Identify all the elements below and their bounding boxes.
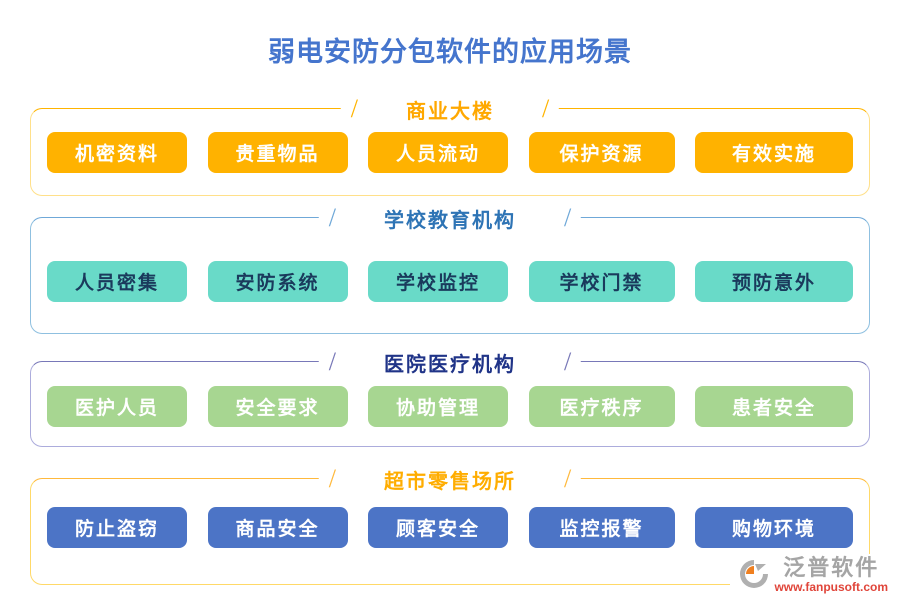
tag-pill: 预防意外 xyxy=(695,261,853,302)
tag-pill: 监控报警 xyxy=(528,507,675,548)
tag-pill: 学校门禁 xyxy=(528,261,675,302)
tag-pill: 医疗秩序 xyxy=(528,386,675,427)
brand-text-block: 泛普软件 www.fanpusoft.com xyxy=(774,555,888,595)
section-header: / 超市零售场所 / xyxy=(318,463,582,495)
section-commercial-building: / 商业大楼 / 机密资料 贵重物品 人员流动 保护资源 有效实施 xyxy=(30,93,870,196)
tag-pill: 顾客安全 xyxy=(368,507,508,548)
tag-pill: 防止盗窃 xyxy=(47,507,187,548)
section-title: 医院医疗机构 xyxy=(384,353,516,376)
section-school-education: / 学校教育机构 / 人员密集 安防系统 学校监控 学校门禁 预防意外 xyxy=(30,202,870,334)
slash-decoration-right: / xyxy=(542,94,550,123)
section-header: / 学校教育机构 / xyxy=(318,202,582,234)
tag-row: 机密资料 贵重物品 人员流动 保护资源 有效实施 xyxy=(31,131,869,173)
section-title: 超市零售场所 xyxy=(384,470,516,493)
tag-pill: 人员密集 xyxy=(47,261,187,302)
slash-decoration-left: / xyxy=(328,347,336,376)
tag-pill: 保护资源 xyxy=(528,131,675,173)
fanpu-brand-watermark: 泛普软件 www.fanpusoft.com xyxy=(730,554,892,594)
section-header: / 医院医疗机构 / xyxy=(318,346,582,378)
section-title: 商业大楼 xyxy=(406,100,494,123)
tag-pill: 患者安全 xyxy=(695,386,853,427)
slash-decoration-left: / xyxy=(328,203,336,232)
page-title: 弱电安防分包软件的应用场景 xyxy=(268,37,632,67)
slash-decoration-left: / xyxy=(328,464,336,493)
tag-pill: 购物环境 xyxy=(695,507,853,548)
tag-pill: 医护人员 xyxy=(47,386,187,427)
tag-pill: 安防系统 xyxy=(207,261,348,302)
brand-url: www.fanpusoft.com xyxy=(774,580,888,594)
tag-pill: 安全要求 xyxy=(207,386,348,427)
slash-decoration-right: / xyxy=(564,464,572,493)
tag-pill: 协助管理 xyxy=(368,386,508,427)
section-supermarket-retail: / 超市零售场所 / 防止盗窃 商品安全 顾客安全 监控报警 购物环境 xyxy=(30,463,870,585)
tag-pill: 贵重物品 xyxy=(207,131,348,173)
fanpu-logo-icon xyxy=(740,560,769,588)
slash-decoration-right: / xyxy=(564,347,572,376)
brand-name: 泛普软件 xyxy=(783,555,880,580)
tag-pill: 商品安全 xyxy=(207,507,348,548)
tag-row: 人员密集 安防系统 学校监控 学校门禁 预防意外 xyxy=(31,261,869,302)
tag-pill: 有效实施 xyxy=(695,131,853,173)
tag-pill: 人员流动 xyxy=(368,131,508,173)
section-header: / 商业大楼 / xyxy=(340,93,560,125)
tag-pill: 机密资料 xyxy=(47,131,187,173)
slash-decoration-left: / xyxy=(350,94,358,123)
section-title: 学校教育机构 xyxy=(384,209,516,232)
tag-row: 医护人员 安全要求 协助管理 医疗秩序 患者安全 xyxy=(31,386,869,427)
slash-decoration-right: / xyxy=(564,203,572,232)
tag-pill: 学校监控 xyxy=(368,261,508,302)
section-hospital-medical: / 医院医疗机构 / 医护人员 安全要求 协助管理 医疗秩序 患者安全 xyxy=(30,346,870,447)
tag-row: 防止盗窃 商品安全 顾客安全 监控报警 购物环境 xyxy=(31,507,869,548)
